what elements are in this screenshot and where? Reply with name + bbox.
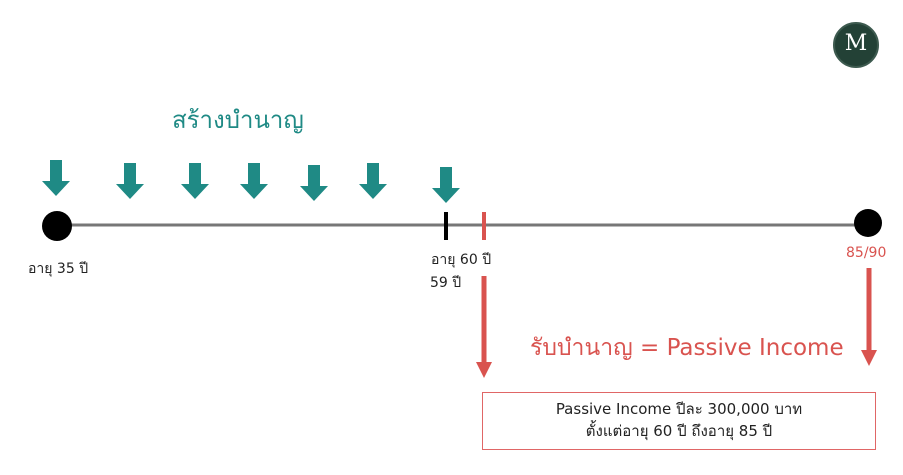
deposit-arrow-icon (359, 163, 387, 199)
info-line-amount: Passive Income ปีละ 300,000 บาท (555, 400, 803, 418)
deposit-arrows (42, 160, 460, 203)
timeline-start-dot (42, 211, 72, 241)
retirement-age-label: อายุ 60 ปี (431, 252, 492, 268)
timeline-end-dot (854, 209, 882, 237)
start-age-label: อายุ 35 ปี (28, 261, 89, 277)
deposit-arrow-icon (116, 163, 144, 199)
build-pension-title: สร้างบำนาญ (172, 106, 304, 134)
deposit-arrow-icon (240, 163, 268, 199)
deposit-arrow-icon (42, 160, 70, 196)
last-contribution-age-label: 59 ปี (430, 275, 462, 291)
deposit-arrow-icon (181, 163, 209, 199)
payout-end-arrow-icon (861, 350, 877, 366)
brand-logo: M (833, 22, 879, 68)
deposit-arrow-icon (300, 165, 328, 201)
logo-letter: M (844, 31, 868, 56)
deposit-arrow-icon (432, 167, 460, 203)
payout-arrows (476, 268, 877, 378)
payout-start-arrow-icon (476, 362, 492, 378)
passive-income-info-box: Passive Income ปีละ 300,000 บาท ตั้งแต่อ… (482, 392, 876, 450)
info-line-period: ตั้งแต่อายุ 60 ปี ถึงอายุ 85 ปี (585, 422, 773, 440)
end-age-label: 85/90 (846, 245, 887, 261)
receive-pension-title: รับบำนาญ = Passive Income (530, 335, 844, 361)
